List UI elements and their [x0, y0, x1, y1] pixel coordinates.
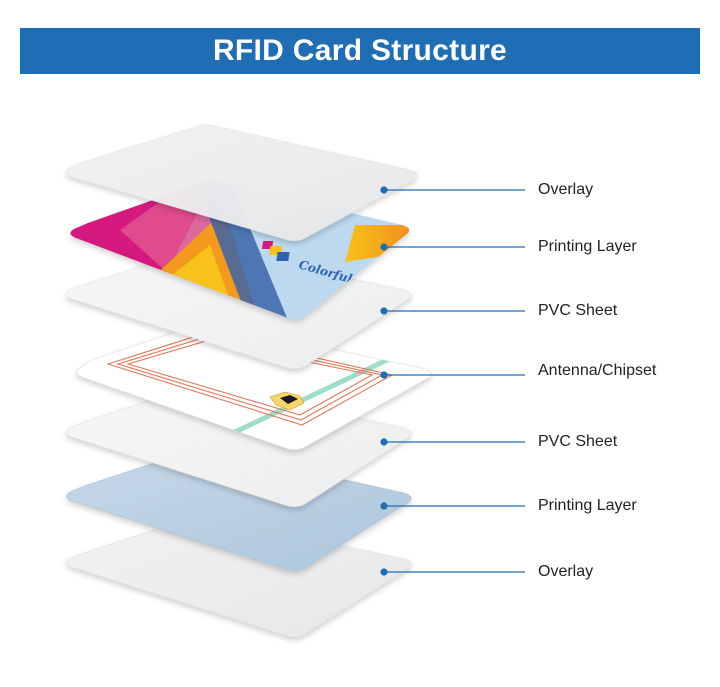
inlay-stripe [233, 349, 406, 435]
logo-mark-blue [276, 252, 290, 261]
leader-dot-4 [380, 371, 388, 379]
card-layer-antenna [76, 321, 432, 450]
layer-label-overlay-top: Overlay [538, 181, 594, 198]
title-banner: RFID Card Structure [20, 28, 700, 74]
leader-dot-1 [380, 186, 388, 194]
leader-dot-2 [380, 243, 388, 251]
leader-dot-3 [380, 307, 388, 315]
layer-label-antenna: Antenna/Chipset [538, 362, 657, 379]
layer-label-printing-bottom: Printing Layer [538, 497, 637, 514]
page-title: RFID Card Structure [212, 34, 508, 67]
card-layer-overlay-top [66, 123, 418, 241]
layer-label-pvc-lower: PVC Sheet [538, 433, 618, 450]
leader-dot-6 [380, 502, 388, 510]
antenna-inlay [106, 332, 406, 435]
chip-icon [280, 395, 298, 404]
leader-dot-5 [380, 438, 388, 446]
layer-label-pvc-upper: PVC Sheet [538, 302, 618, 319]
layer-label-printing-top: Printing Layer [538, 238, 637, 255]
leader-lines [380, 186, 525, 576]
layer-label-overlay-bottom: Overlay [538, 563, 594, 580]
leader-dot-7 [380, 568, 388, 576]
orange-corner [345, 225, 410, 262]
